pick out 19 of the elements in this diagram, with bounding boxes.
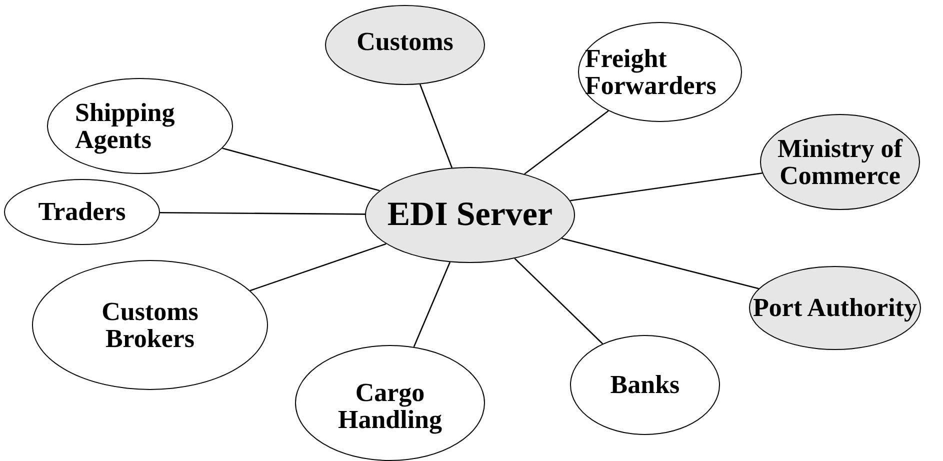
node-label: Ministry of Commerce [776, 134, 904, 190]
node-label: Traders [37, 198, 127, 226]
node-label: EDI Server [386, 197, 554, 233]
node-label: Customs [356, 28, 454, 56]
node-label: Banks [609, 371, 681, 399]
connector-line [514, 258, 604, 344]
connector-line [250, 243, 386, 292]
node-label: Port Authority [752, 294, 918, 322]
connector-line [570, 172, 762, 202]
connector-line [524, 110, 609, 174]
node-label: Cargo Handling [336, 378, 444, 434]
node-label: Shipping Agents [75, 98, 176, 154]
connector-line [562, 238, 759, 290]
connector-line [419, 84, 453, 168]
connector-line [413, 262, 451, 348]
node-label: Freight Forwarders [585, 44, 718, 100]
node-label: Customs Brokers [100, 298, 200, 352]
connector-line [222, 148, 380, 192]
connector-line [160, 212, 366, 215]
